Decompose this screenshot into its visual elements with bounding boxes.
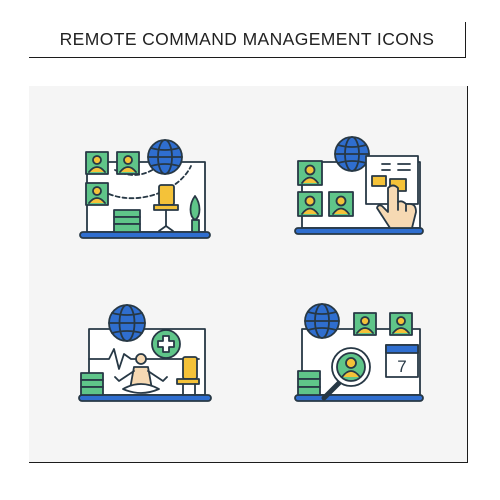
globe-icon <box>304 303 340 339</box>
calendar-icon <box>385 344 419 378</box>
page-title: REMOTE COMMAND MANAGEMENT ICONS <box>59 29 435 49</box>
remote-task-board-icon <box>294 132 444 252</box>
avatar-3 <box>85 182 109 206</box>
magnifier-icon <box>321 347 371 401</box>
avatar-1 <box>85 151 109 175</box>
avatar-3 <box>328 191 354 217</box>
avatar-2 <box>297 191 323 217</box>
avatar-2 <box>116 151 140 175</box>
team-network-icon <box>79 136 229 256</box>
calendar-day: 7 <box>397 357 406 376</box>
title-banner: REMOTE COMMAND MANAGEMENT ICONS <box>29 22 466 58</box>
remote-task-board-graphic <box>294 136 424 235</box>
avatar-1 <box>353 312 377 336</box>
globe-icon <box>108 304 146 342</box>
team-network-graphic <box>79 139 211 239</box>
medical-cross-icon <box>151 329 181 359</box>
globe-icon <box>334 136 370 172</box>
hiring-search-graphic: 7 <box>294 303 424 402</box>
wellbeing-meditation-icon <box>78 299 229 419</box>
wellbeing-meditation-graphic <box>78 304 212 402</box>
avatar-1 <box>297 160 323 186</box>
avatar-2 <box>389 312 413 336</box>
globe-icon <box>147 139 183 175</box>
icons-panel: 7 <box>29 86 468 463</box>
hiring-search-icon: 7 <box>294 301 444 421</box>
